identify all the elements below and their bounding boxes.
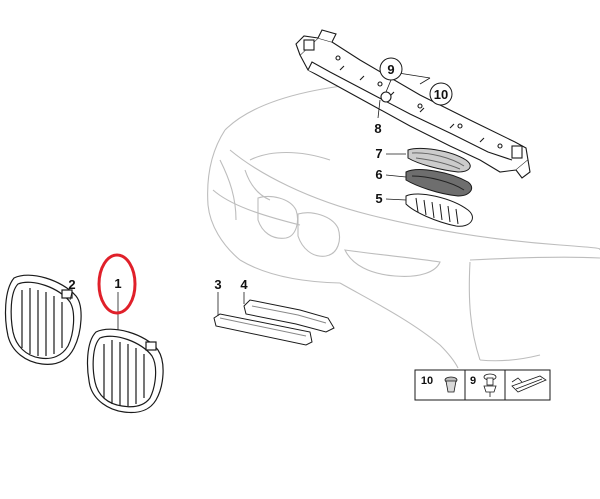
gasket-strip-icon	[511, 375, 547, 393]
cowl-panel	[295, 29, 531, 179]
kidney-grille-1	[86, 328, 164, 414]
callout-10: 10	[434, 87, 448, 102]
trim-strip-4	[243, 299, 335, 333]
callout-3: 3	[214, 277, 221, 292]
callout-6: 6	[375, 167, 382, 182]
kidney-grille-2	[4, 274, 82, 365]
grille-6	[405, 169, 473, 197]
screw-icon	[483, 373, 497, 397]
callout-10-circle	[429, 82, 453, 106]
callout-5: 5	[375, 191, 382, 206]
callout-9: 9	[387, 62, 394, 77]
callout-8: 8	[374, 121, 381, 136]
hardware-legend: 10 9	[414, 369, 551, 401]
callout-2: 2	[68, 277, 75, 292]
trim-strip-3	[213, 313, 313, 346]
callout-7: 7	[375, 146, 382, 161]
grille-7	[407, 147, 471, 173]
callout-1: 1	[114, 276, 121, 291]
legend-clip-label: 10	[421, 375, 433, 387]
highlight-circle	[97, 253, 137, 315]
legend-screw-label: 9	[470, 375, 476, 387]
callout-9-circle	[379, 57, 403, 81]
clip-icon	[444, 376, 458, 393]
car-body-outline	[207, 81, 600, 369]
callouts: 9 10 8 7 6 5 3 4 2 1	[68, 57, 453, 315]
callout-4: 4	[240, 277, 248, 292]
grille-5	[405, 193, 473, 227]
